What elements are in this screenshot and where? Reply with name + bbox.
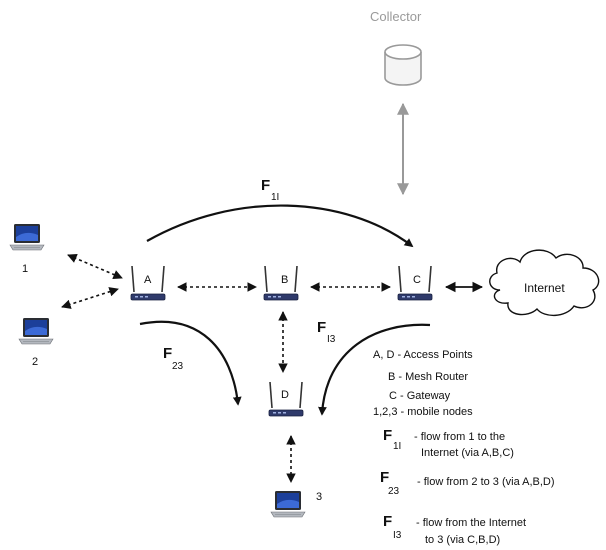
flow-fi3-arrow	[318, 323, 431, 416]
gateway-c-label: C	[413, 274, 421, 286]
internet-cloud-icon	[489, 249, 600, 317]
mobile-node-3-laptop-icon	[270, 490, 306, 518]
internet-label: Internet	[524, 281, 565, 295]
legend-f1i-subscript: 1I	[393, 441, 402, 452]
collector-label: Collector	[370, 9, 422, 24]
access-point-a-label: A	[144, 274, 152, 286]
mobile-node-1-laptop-icon	[9, 223, 45, 251]
legend-gateway: C - Gateway	[389, 390, 451, 402]
flow-fi3-symbol: F	[317, 319, 327, 336]
access-point-d-label: D	[281, 389, 289, 401]
link-2-a	[61, 287, 119, 309]
flow-f1i-subscript: 1I	[271, 192, 280, 203]
legend-f23-text: - flow from 2 to 3 (via A,B,D)	[417, 476, 555, 488]
legend-f23-subscript: 23	[388, 486, 400, 497]
collector-database-icon	[384, 44, 422, 86]
legend-fi3-text-2: to 3 (via C,B,D)	[425, 534, 501, 546]
mesh-router-b-label: B	[281, 274, 289, 286]
link-1-a	[67, 253, 123, 280]
legend-f1i-text: - flow from 1 to the	[414, 431, 506, 443]
mobile-node-3-label: 3	[316, 491, 323, 503]
legend-fi3-subscript: I3	[393, 530, 402, 541]
legend-mesh-router: B - Mesh Router	[388, 371, 469, 383]
flow-f1i-symbol: F	[261, 177, 271, 194]
mobile-node-2-laptop-icon	[18, 317, 54, 345]
legend-mobile-nodes: 1,2,3 - mobile nodes	[373, 406, 473, 418]
legend-fi3-symbol: F	[383, 513, 393, 530]
mobile-node-1-label: 1	[22, 263, 29, 275]
flow-f23-symbol: F	[163, 345, 173, 362]
legend-access-points: A, D - Access Points	[373, 349, 473, 361]
flow-f1i-arrow	[146, 204, 414, 248]
flow-f23-subscript: 23	[172, 361, 184, 372]
flow-fi3-subscript: I3	[327, 334, 336, 345]
legend-fi3-text: - flow from the Internet	[416, 517, 527, 529]
flow-f23-arrow	[139, 320, 242, 406]
legend-f23-symbol: F	[380, 469, 390, 486]
legend-f1i-symbol: F	[383, 427, 393, 444]
legend-f1i-text-2: Internet (via A,B,C)	[421, 447, 514, 459]
mobile-node-2-label: 2	[32, 356, 39, 368]
